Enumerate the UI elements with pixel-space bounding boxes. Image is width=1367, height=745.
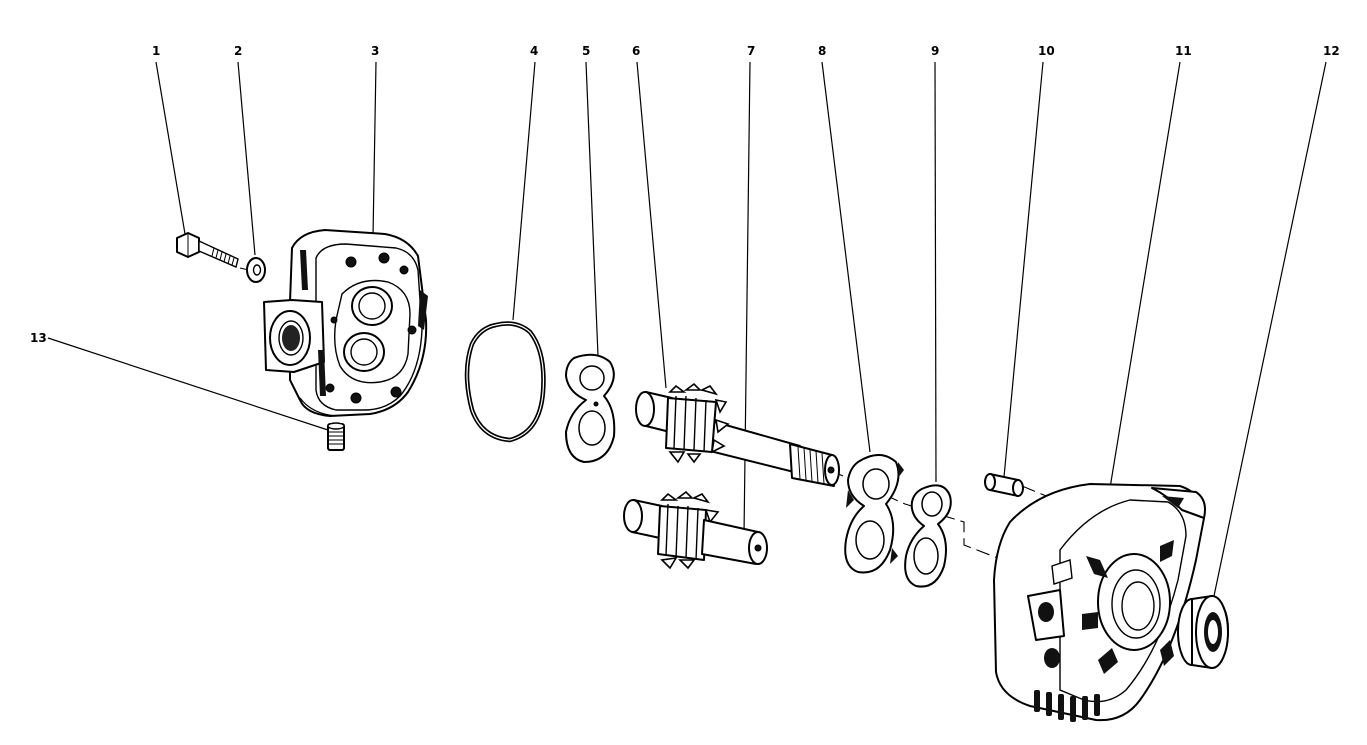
callout-12: 12 [1323,44,1340,58]
part-6-drive-gear [635,382,840,487]
callout-1: 1 [152,44,160,58]
callout-5: 5 [582,44,590,58]
part-13-plug [327,422,345,451]
callout-9: 9 [931,44,939,58]
part-4-seal-ring [464,321,546,443]
part-8-wear-plate [844,454,904,574]
part-11-body-housing [993,483,1206,722]
part-9-seal-gasket [904,484,952,588]
part-12-shaft-seal [1177,595,1229,669]
callout-13: 13 [30,331,47,345]
callout-10: 10 [1038,44,1055,58]
part-10-dowel-pin [984,473,1024,497]
callout-2: 2 [234,44,242,58]
callout-7: 7 [747,44,755,58]
callout-labels: 1 2 3 4 5 6 7 8 9 10 11 12 13 [30,44,1340,345]
part-3-end-cover [263,229,428,417]
callout-3: 3 [371,44,379,58]
callout-4: 4 [530,44,538,58]
part-7-driven-gear [623,490,768,570]
callout-11: 11 [1175,44,1192,58]
part-5-gasket [565,353,616,463]
part-1-bolt [176,232,239,268]
part-2-washer [246,257,266,283]
callout-8: 8 [818,44,826,58]
leader-lines [47,61,1327,597]
callout-6: 6 [632,44,640,58]
